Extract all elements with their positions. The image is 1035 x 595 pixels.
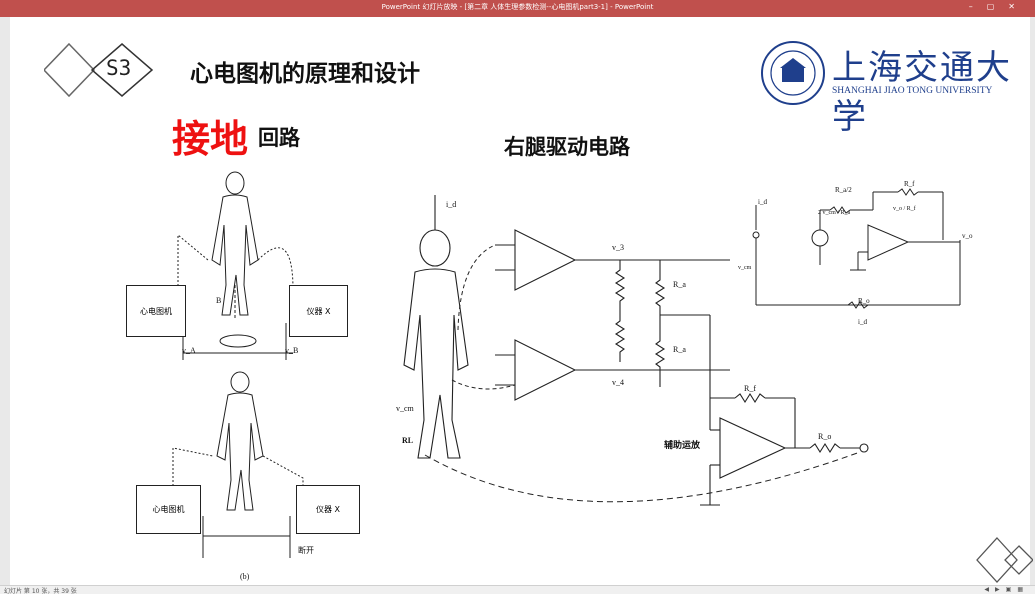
status-bar: 幻灯片 第 10 张，共 39 张 ◀▶▣▦ (0, 585, 1035, 595)
eq-label-rf: R_f (904, 180, 915, 188)
label-b: B (216, 296, 222, 305)
window-titlebar: PowerPoint 幻灯片放映 - [第二章 人体生理参数检测--心电图机pa… (0, 0, 1035, 17)
eq-label-cur1: 2 v_cm / R_a (818, 210, 851, 216)
equivalent-circuit (738, 180, 976, 330)
ecg-machine-box-2: 心电图机 (136, 485, 201, 534)
ecg-machine-label-2: 心电图机 (152, 505, 185, 514)
label-v3: v_3 (612, 243, 624, 252)
label-ra-2: R_a (673, 345, 686, 354)
label-id: i_d (446, 200, 457, 209)
eq-label-cur2: v_o / R_f (893, 206, 916, 212)
window-controls[interactable]: –▢✕ (968, 2, 1029, 11)
grounding-figure-b (172, 371, 304, 558)
instrument-x-label-2: 仪器 X (315, 505, 341, 514)
label-aux-amp: 辅助运放 (664, 441, 701, 451)
label-v4: v_4 (612, 378, 624, 387)
logo-english: SHANGHAI JIAO TONG UNIVERSITY (832, 86, 993, 96)
rl-drive-title: 右腿驱动电路 (504, 135, 630, 159)
right-margin (1030, 17, 1035, 587)
page-title: 心电图机的原理和设计 (190, 61, 420, 87)
label-ra-1: R_a (673, 280, 686, 289)
eq-label-id: i_d (758, 198, 767, 206)
label-va: v_A (182, 346, 196, 355)
instrument-x-box: 仪器 X (289, 285, 348, 337)
slide-counter: 幻灯片 第 10 张，共 39 张 (4, 588, 77, 595)
label-vb: v_B (285, 346, 299, 355)
window-title: PowerPoint 幻灯片放映 - [第二章 人体生理参数检测--心电图机pa… (381, 3, 654, 11)
caption-b: (b) (240, 572, 250, 581)
corner-decoration (976, 537, 1033, 583)
ecg-machine-label: 心电图机 (140, 306, 172, 316)
instrument-x-box-2: 仪器 X (296, 485, 360, 534)
logo-chinese: 上海交通大学 (832, 48, 1012, 137)
grounding-figure-a (177, 171, 294, 360)
label-ro: R_o (818, 432, 832, 441)
section-badge-label: S3 (106, 56, 132, 80)
section-badge (44, 42, 154, 98)
university-seal (761, 41, 825, 105)
eq-label-vo: v_o (962, 232, 973, 240)
grounding-title-rest: 回路 (258, 126, 300, 150)
eq-label-vcm: v_cm (738, 265, 752, 271)
instrument-x-label: 仪器 X (306, 306, 331, 316)
label-disconnect: 断开 (298, 546, 314, 555)
eq-label-id2: i_d (858, 318, 867, 326)
label-rl: RL (402, 436, 414, 445)
rl-drive-circuit (403, 195, 869, 506)
grounding-title-highlight: 接地 (172, 117, 249, 161)
view-controls[interactable]: ◀▶▣▦ (984, 586, 1029, 593)
eq-label-ra2: R_a/2 (835, 186, 852, 194)
ecg-machine-box: 心电图机 (126, 285, 186, 337)
left-margin (0, 17, 10, 587)
label-vcm: v_cm (396, 404, 414, 413)
label-rf: R_f (744, 384, 756, 393)
eq-label-ro: R_o (858, 297, 870, 305)
